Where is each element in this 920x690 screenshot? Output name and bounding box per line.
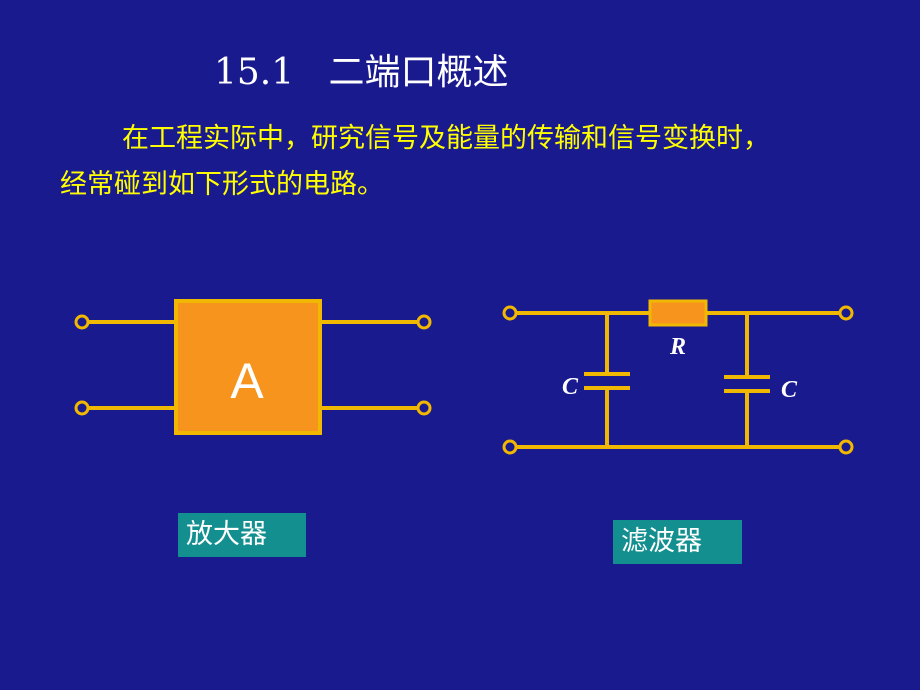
amplifier-block	[174, 299, 322, 435]
amp-terminal-bottom-right	[416, 400, 432, 416]
amplifier-block-label: A	[230, 353, 264, 409]
amp-terminal-top-right	[416, 314, 432, 330]
filter-terminal-bottom-right	[838, 439, 854, 455]
filter-terminal-bottom-left	[502, 439, 518, 455]
slide-title: 15.1 二端口概述	[214, 52, 509, 93]
amp-terminal-bottom-left	[74, 400, 90, 416]
intro-line-2: 经常碰到如下形式的电路。	[60, 169, 384, 200]
amp-terminal-top-left	[74, 314, 90, 330]
filter-caption: 滤波器	[613, 520, 742, 564]
capacitor-left-label: C	[562, 374, 579, 400]
capacitor-right-label: C	[781, 377, 798, 403]
amplifier-diagram: A	[74, 299, 432, 435]
amplifier-caption: 放大器	[178, 513, 306, 557]
filter-terminal-top-left	[502, 305, 518, 321]
filter-terminal-top-right	[838, 305, 854, 321]
filter-diagram: R C C	[502, 299, 854, 455]
intro-line-1: 在工程实际中，研究信号及能量的传输和信号变换时，	[122, 123, 770, 154]
resistor-label: R	[669, 334, 686, 360]
intro-paragraph: 在工程实际中，研究信号及能量的传输和信号变换时， 经常碰到如下形式的电路。	[60, 116, 880, 208]
resistor	[648, 299, 708, 327]
